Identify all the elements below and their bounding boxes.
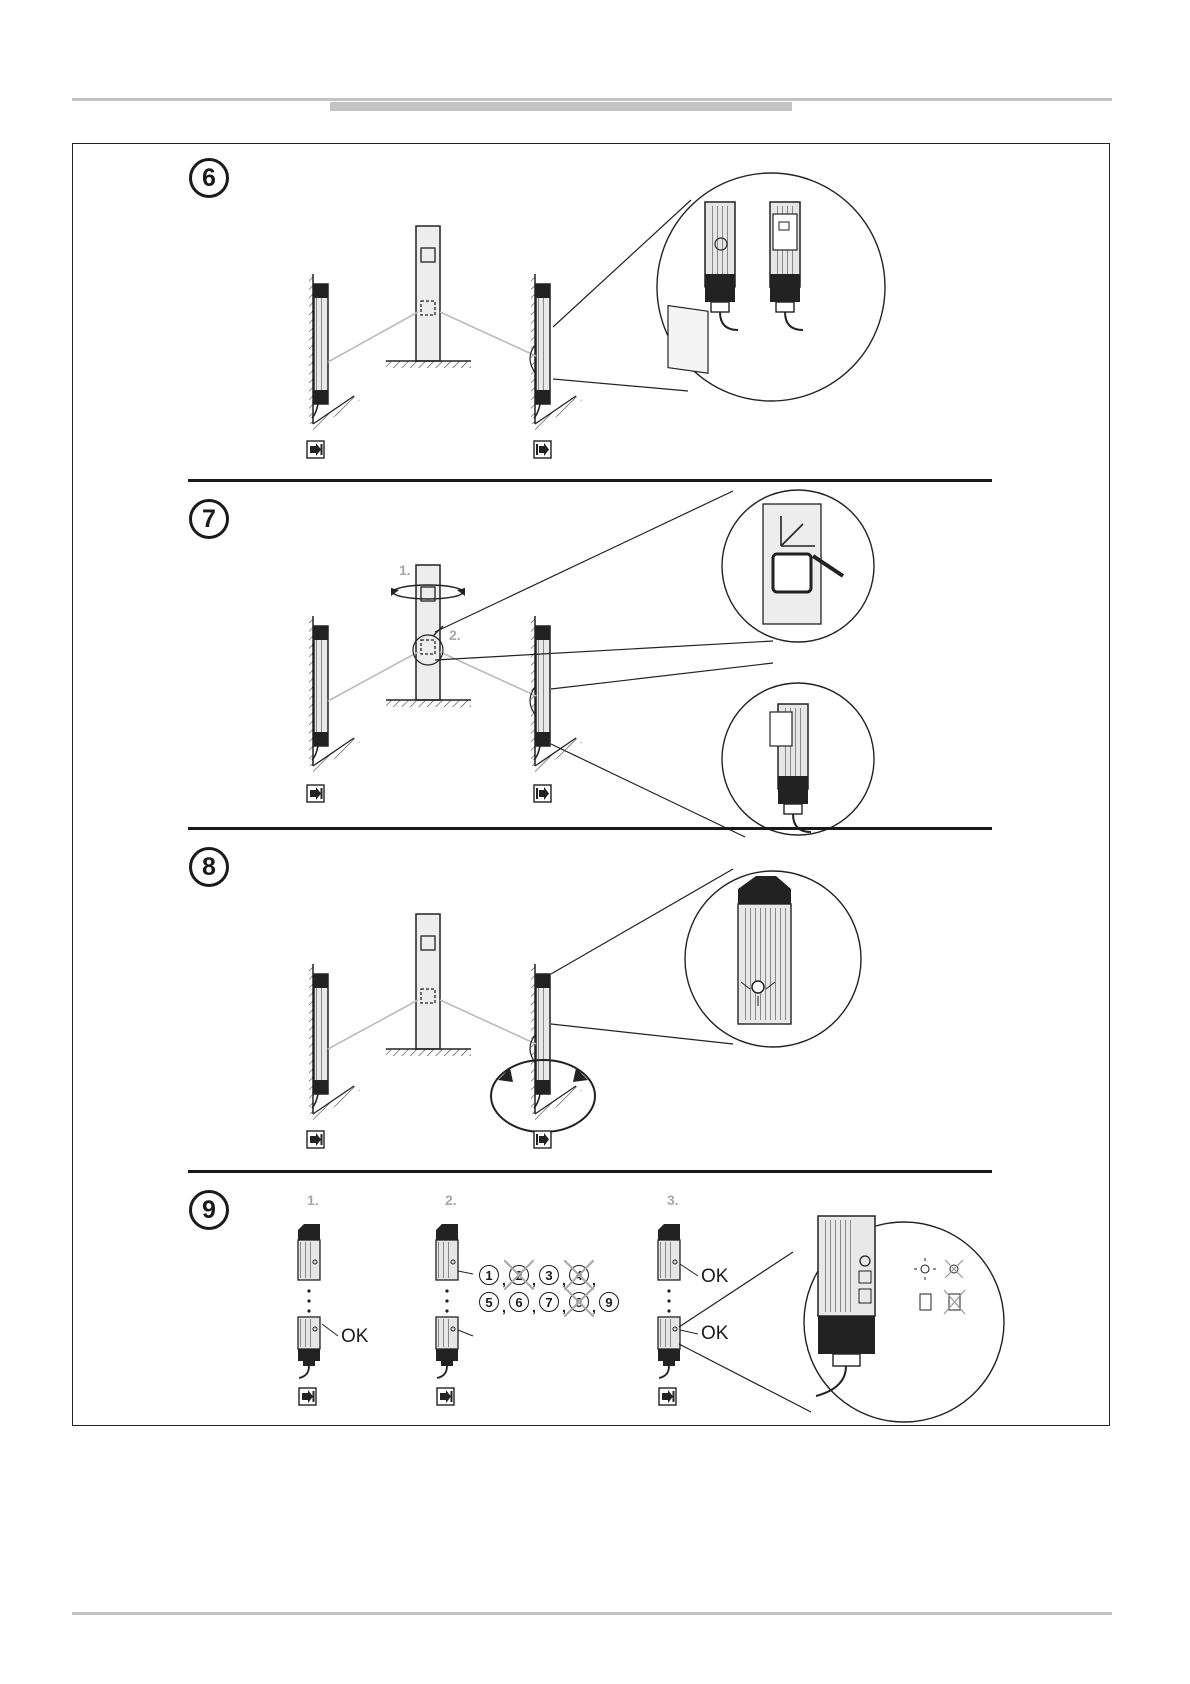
sequence-number: 9 (599, 1292, 619, 1312)
step-badge-8: 8 (189, 847, 229, 887)
header-rule (72, 98, 1112, 101)
footer-rule (72, 1612, 1112, 1615)
step7-sub-label-1: 1. (399, 562, 411, 578)
header-tab (330, 102, 792, 111)
step7-sub-label-2: 2. (449, 627, 461, 643)
step9-sub-label-2: 2. (445, 1192, 457, 1208)
sequence-number: 3 (539, 1265, 559, 1285)
step9-ok-label-2: OK (701, 1266, 728, 1288)
sequence-number: 1 (479, 1265, 499, 1285)
step8-illustration (307, 869, 861, 1148)
step-badge-9: 9 (189, 1190, 229, 1230)
assembly-illustrations (73, 144, 1111, 1427)
step9-ok-label-1: OK (341, 1326, 368, 1348)
sequence-number: 7 (539, 1292, 559, 1312)
sequence-number-failed: 8 (569, 1292, 589, 1312)
sequence-number-failed: 4 (569, 1265, 589, 1285)
step-badge-6: 6 (189, 158, 229, 198)
step9-sub-label-1: 1. (307, 1192, 319, 1208)
step-badge-7: 7 (189, 499, 229, 539)
step6-illustration (307, 173, 885, 458)
separator-6-7 (188, 479, 992, 482)
sequence-number: 6 (509, 1292, 529, 1312)
sequence-number: 5 (479, 1292, 499, 1312)
step9-illustration (298, 1216, 1004, 1422)
separator-7-8 (188, 827, 992, 830)
step9-ok-label-3: OK (701, 1323, 728, 1345)
sequence-number-failed: 2 (509, 1265, 529, 1285)
step9-sub-label-3: 3. (667, 1192, 679, 1208)
separator-8-9 (188, 1170, 992, 1173)
figure-frame: 6 7 1. 2. 8 9 1. 2. 3. OK OK OK 1 , 2 , … (72, 143, 1110, 1426)
step7-illustration (307, 490, 874, 837)
